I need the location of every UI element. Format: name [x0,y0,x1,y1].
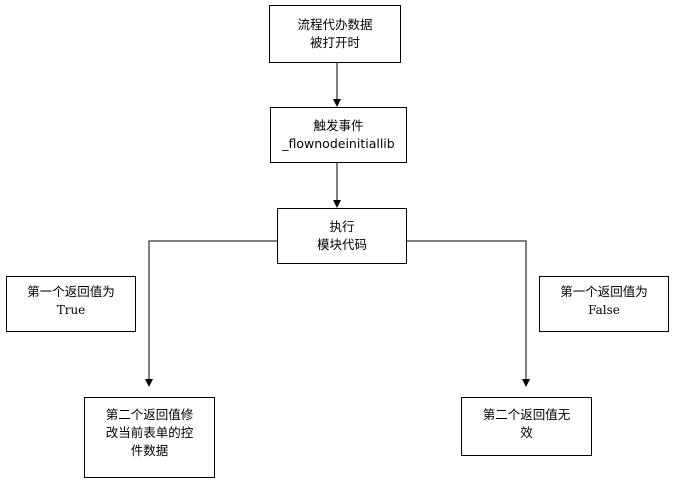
node-opened: 流程代办数据 被打开时 [269,5,401,63]
node-exec-line1: 执行 [329,219,355,234]
modify-line2: 改当前表单的控 [105,425,194,440]
node-trigger-line1: 触发事件 [313,118,364,133]
node-opened-line2: 被打开时 [309,35,360,50]
node-trigger-line2: _flownodeinitiallib [282,136,395,151]
node-second-value-invalid: 第二个返回值无 效 [461,397,592,456]
node-modify-form-data: 第二个返回值修 改当前表单的控 件数据 [84,397,215,478]
arrow-exec-to-modify [145,240,277,387]
node-opened-line1: 流程代办数据 [297,17,373,32]
condition-true-note: 第一个返回值为 True [6,276,136,332]
false-note-line1: 第一个返回值为 [560,284,648,299]
node-exec-line2: 模块代码 [316,237,367,252]
node-execute-code: 执行 模块代码 [277,208,407,264]
false-note-line2: False [588,303,620,317]
invalid-line2: 效 [520,425,533,440]
modify-line1: 第二个返回值修 [105,407,194,422]
node-trigger-event: 触发事件 _flownodeinitiallib [270,107,407,163]
condition-false-note: 第一个返回值为 False [539,276,669,332]
true-note-line1: 第一个返回值为 [27,284,115,299]
modify-line3: 件数据 [130,443,169,458]
invalid-line1: 第二个返回值无 [482,407,571,422]
arrow-exec-to-invalid [407,240,530,387]
true-note-line2: True [56,303,86,317]
